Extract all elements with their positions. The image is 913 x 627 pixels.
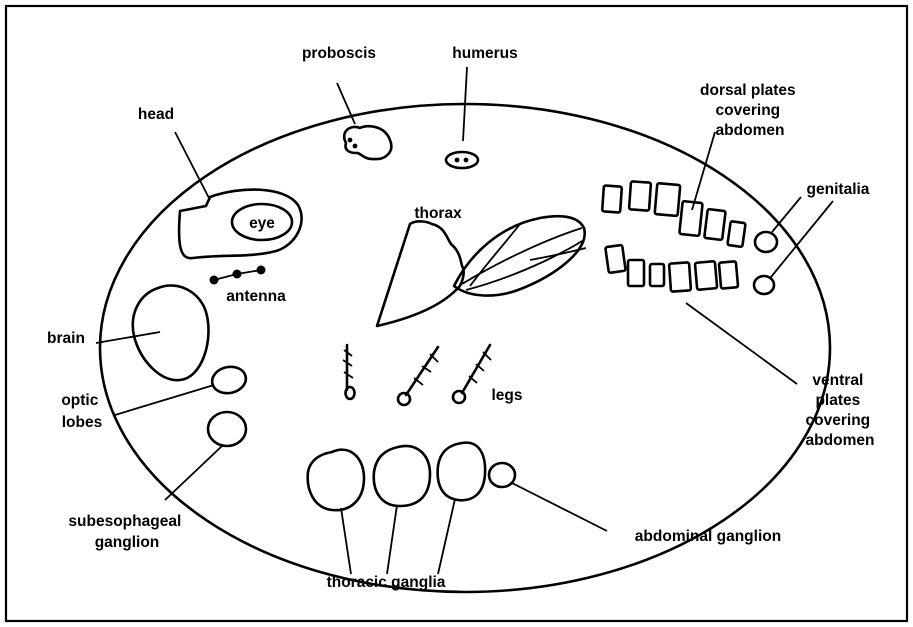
genitalia-lower-outline	[754, 276, 774, 294]
brain-outline	[133, 285, 209, 380]
ventral-plates-leader	[686, 303, 797, 384]
optic-lobes-leader	[115, 385, 214, 415]
wing-shape	[454, 216, 586, 295]
proboscis-label: proboscis	[302, 45, 376, 62]
thorax-outline	[377, 221, 464, 326]
dorsal-plates-leader	[692, 132, 715, 210]
optic-lobe-outline	[210, 364, 249, 397]
antenna-label: antenna	[226, 288, 286, 305]
genitalia-leaders	[771, 197, 833, 277]
ventral-plates	[605, 245, 738, 292]
head-outline	[179, 190, 302, 259]
dorsal-plates-label: dorsal plates covering abdomen	[700, 82, 800, 139]
head-label: head	[138, 106, 174, 123]
thoracic-ganglia-leaders	[341, 499, 455, 574]
subesophageal-ganglion-leader	[165, 446, 222, 500]
thoracic-ganglion-2-outline	[374, 446, 430, 506]
abdominal-ganglion-outline	[489, 463, 515, 487]
ventral-plates-label: ventral plates covering abdomen	[806, 372, 875, 449]
subesophageal-ganglion-label: subesophageal ganglion	[68, 513, 185, 551]
eye-label: eye	[249, 215, 275, 232]
antenna-shape	[210, 266, 266, 285]
leg-1-shape	[343, 345, 355, 399]
thoracic-ganglia-label: thoracic ganglia	[327, 574, 446, 591]
humerus-shape	[446, 152, 478, 168]
genitalia-upper-outline	[755, 232, 777, 252]
abdominal-ganglion-leader	[512, 483, 607, 531]
genitalia-label: genitalia	[807, 181, 870, 198]
leg-2-shape	[398, 347, 438, 405]
brain-label: brain	[47, 330, 85, 347]
proboscis-shape	[344, 126, 391, 159]
dissection-dish	[100, 104, 830, 592]
thoracic-ganglion-1-outline	[308, 450, 364, 511]
thoracic-ganglion-3-outline	[438, 443, 485, 501]
optic-lobes-label: optic lobes	[61, 392, 102, 431]
thorax-label: thorax	[414, 205, 462, 222]
subesophageal-ganglion-outline	[208, 412, 246, 446]
legs-label: legs	[491, 387, 522, 404]
dorsal-plates	[602, 181, 745, 247]
leg-3-shape	[453, 345, 491, 403]
head-leader	[175, 132, 210, 200]
brain-leader	[96, 332, 160, 343]
humerus-label: humerus	[452, 45, 517, 62]
abdominal-ganglion-label: abdominal ganglion	[635, 528, 781, 545]
